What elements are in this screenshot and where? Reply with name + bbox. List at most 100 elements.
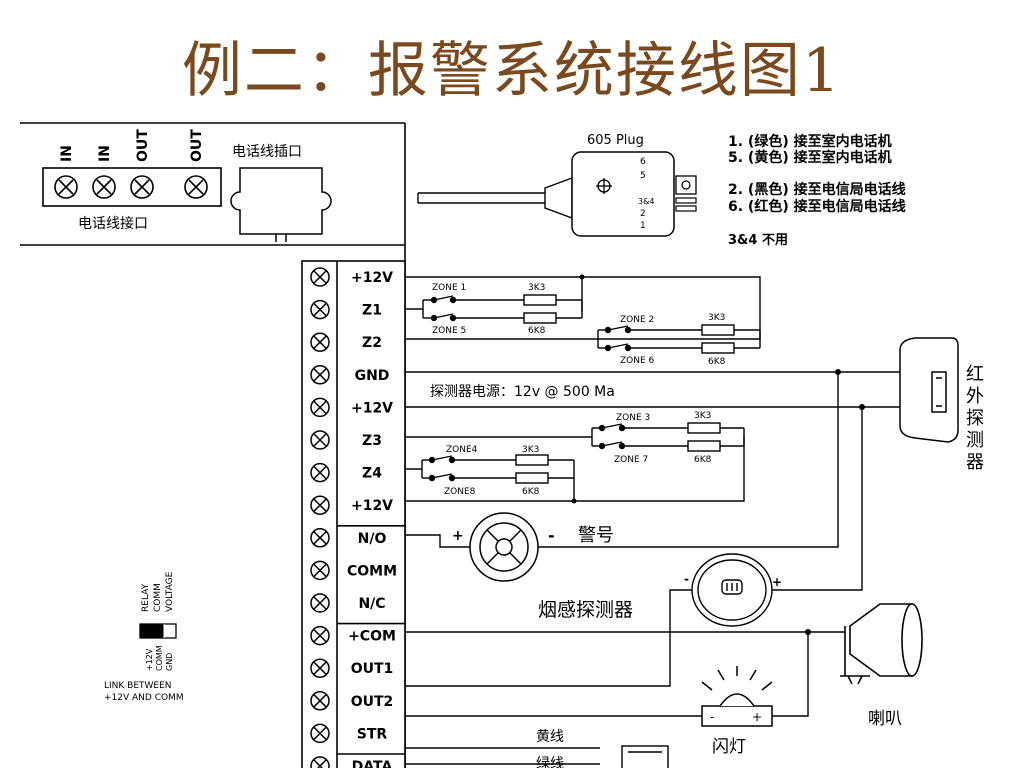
- jumper-bottom-1: +12V: [145, 648, 154, 671]
- resistor-6k8-z1: 6K8: [528, 326, 546, 336]
- jumper-top-2: COMM: [153, 583, 163, 612]
- strobe-light: [701, 666, 773, 727]
- plug-pin-1: 1: [640, 221, 646, 231]
- smoke-plus: +: [772, 575, 782, 589]
- ir-detector-label: 红外探测器: [966, 364, 984, 473]
- terminal-label: OUT2: [351, 694, 394, 710]
- yellow-wire-label: 黄线: [536, 728, 564, 745]
- terminal-screw: [310, 658, 330, 678]
- siren-plus: +: [452, 528, 464, 544]
- terminal-screw: [310, 267, 330, 287]
- speaker: [840, 603, 923, 685]
- terminal-label: GND: [355, 368, 390, 384]
- terminal-screw: [310, 365, 330, 385]
- terminal-label: Z2: [362, 335, 382, 351]
- terminal-label: N/O: [358, 531, 387, 547]
- resistor-3k3-z2: 3K3: [708, 313, 725, 323]
- zone-switches: [428, 295, 632, 482]
- strobe-label: 闪灯: [712, 737, 746, 757]
- terminal-screw: [310, 332, 330, 352]
- jumper-bottom-3: GND: [165, 653, 174, 671]
- note-1: 1. (绿色) 接至室内电话机: [728, 133, 892, 150]
- terminal-label: +12V: [351, 400, 393, 416]
- speaker-label: 喇叭: [868, 709, 902, 729]
- jumper-top-1: RELAY: [141, 583, 151, 612]
- zone-labels: ZONE 1 3K3 ZONE 5 6K8 ZONE 2 3K3 ZONE 6 …: [432, 283, 726, 497]
- terminal-screw: [310, 756, 330, 768]
- plug-label: 605 Plug: [587, 133, 644, 148]
- ir-detector: [899, 337, 959, 443]
- terminal-screw: [310, 462, 330, 483]
- plug-notes: 1. (绿色) 接至室内电话机 5. (黄色) 接至室内电话机 2. (黑色) …: [728, 133, 906, 248]
- terminal-label: +12V: [351, 270, 393, 286]
- resistor-6k8-z4: 6K8: [522, 487, 540, 497]
- resistor-3k3-z1: 3K3: [528, 283, 545, 293]
- jumper-block: RELAY COMM VOLTAGE +12V COMM GND LINK BE…: [104, 571, 184, 703]
- terminal-block: +12VZ1Z2GND+12VZ3Z4+12VN/OCOMMN/C+COMOUT…: [301, 260, 406, 768]
- smoke-detector-label: 烟感探测器: [538, 599, 633, 621]
- terminal-screw: [310, 560, 330, 581]
- note-4: 6. (红色) 接至电信局电话线: [728, 198, 906, 215]
- resistor-3k3-z3: 3K3: [694, 411, 711, 421]
- note-2: 5. (黄色) 接至室内电话机: [728, 149, 892, 166]
- phone-socket: 电话线插口: [230, 144, 332, 242]
- junction-dots: [571, 274, 865, 635]
- phone-terminal-label-4: OUT: [189, 129, 205, 162]
- terminal-label: N/C: [358, 596, 385, 612]
- jumper-bottom-2: COMM: [155, 645, 164, 671]
- phone-plug-605: 605 Plug 6 5 3&4 2 1: [417, 133, 697, 237]
- terminal-screw: [310, 723, 330, 744]
- zone-resistors: [515, 294, 735, 484]
- terminal-screw: [310, 495, 330, 515]
- strobe-plus: +: [752, 710, 762, 724]
- jumper-note-2: +12V AND COMM: [104, 693, 184, 703]
- zone-1-label: ZONE 1: [432, 283, 466, 293]
- zone-4-label: ZONE4: [446, 445, 478, 455]
- terminal-label: Z3: [362, 433, 382, 449]
- jumper-note-1: LINK BETWEEN: [104, 681, 172, 691]
- note-5: 3&4 不用: [728, 233, 788, 248]
- strobe-minus: -: [710, 710, 714, 724]
- detector-power-label: 探测器电源：12v @ 500 Ma: [430, 384, 615, 400]
- terminal-label: Z4: [362, 466, 382, 482]
- terminal-screw: [310, 430, 330, 450]
- terminal-label: STR: [357, 726, 388, 742]
- siren-minus: -: [548, 526, 555, 545]
- plug-pin-5: 5: [640, 171, 646, 181]
- siren-label: 警号: [578, 525, 614, 546]
- terminal-label: COMM: [347, 563, 397, 579]
- phone-terminal-label-1: IN: [59, 145, 75, 162]
- zone-wiring: [405, 276, 900, 765]
- smoke-minus: -: [684, 572, 689, 586]
- terminal-screw: [310, 299, 330, 320]
- terminal-screw: [310, 593, 330, 613]
- terminal-screw: [310, 528, 330, 548]
- keypad-module: [621, 745, 669, 768]
- zone-3-label: ZONE 3: [616, 413, 650, 423]
- screw-terminal-out-2: [184, 175, 208, 199]
- resistor-3k3-z4: 3K3: [522, 445, 539, 455]
- phone-terminal-block: IN IN OUT OUT 电话线接口: [42, 129, 222, 232]
- terminal-label: DATA: [352, 759, 393, 768]
- zone-8-label: ZONE8: [444, 487, 476, 497]
- terminal-label: Z1: [362, 303, 382, 319]
- plug-pin-3-4: 3&4: [638, 197, 654, 206]
- zone-2-label: ZONE 2: [620, 315, 654, 325]
- zone-5-label: ZONE 5: [432, 326, 466, 336]
- page-title: 例二：报警系统接线图1: [181, 36, 843, 106]
- plug-pin-2: 2: [640, 209, 646, 219]
- screw-terminal-in-1: [54, 175, 78, 199]
- smoke-detector: [691, 553, 773, 627]
- terminal-label: +COM: [348, 629, 396, 645]
- jumper-top-3: VOLTAGE: [165, 571, 175, 612]
- resistor-6k8-z3: 6K8: [694, 455, 712, 465]
- siren: [462, 512, 598, 582]
- phone-terminal-label-2: IN: [97, 145, 113, 162]
- zone-6-label: ZONE 6: [620, 356, 655, 366]
- terminal-screw: [310, 397, 330, 418]
- terminal-label: OUT1: [351, 661, 394, 677]
- zone-7-label: ZONE 7: [614, 455, 648, 465]
- screw-terminal-in-2: [92, 175, 116, 199]
- phone-terminal-label-3: OUT: [135, 129, 151, 162]
- phone-terminal-caption: 电话线接口: [78, 215, 148, 232]
